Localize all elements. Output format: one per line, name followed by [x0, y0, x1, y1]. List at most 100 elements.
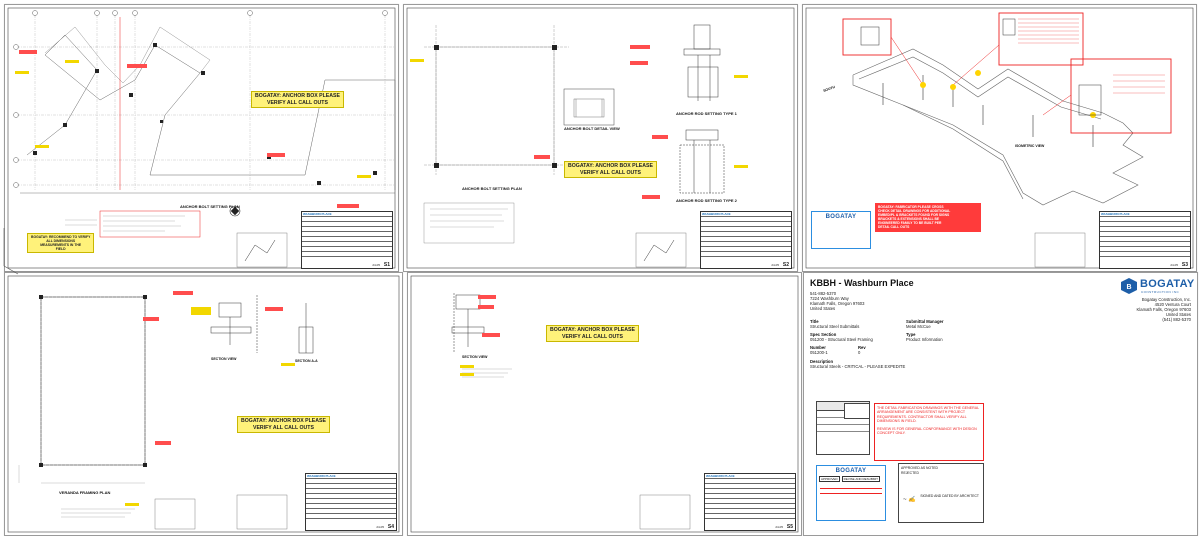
drawing-sheet-5[interactable]: SECTION VIEW BOGATAY: ANCHOR BOX PLEASE …: [407, 272, 802, 536]
field-title: Title Structural Steel Submittals: [810, 319, 860, 329]
title-block-project: WASHBURN PLACE: [1100, 212, 1190, 217]
view-title: SECTION VIEW: [462, 355, 488, 359]
callout-tag-yellow: [460, 373, 474, 376]
anchor-rod-setting-drawing: [406, 7, 795, 269]
ucs-axis-icon: [3, 228, 19, 275]
review-stamp-text: THE DETAIL FABRICATION DRAWINGS WITH THE…: [877, 406, 980, 424]
sheet-number: S2: [782, 262, 789, 268]
submittal-fields: Title Structural Steel Submittals Submit…: [810, 319, 1190, 365]
view-title-type1: ANCHOR ROD SETTING TYPE 1: [676, 111, 737, 116]
title-block-project: WASHBURN PLACE: [705, 474, 795, 479]
review-note: BOGATAY: ANCHOR BOX PLEASE VERIFY ALL CA…: [237, 416, 330, 433]
title-block: WASHBURN PLACE 24-05 S4: [305, 473, 397, 531]
callout-tag: [265, 307, 283, 311]
review-stamp: BOGATAY: [811, 211, 871, 249]
stamp-logo: BOGATAY: [825, 214, 857, 220]
callout-tag-yellow: [357, 175, 371, 178]
callout-tag: [652, 135, 668, 139]
title-block: WASHBURN PLACE 24-05 S2: [700, 211, 792, 269]
section-view-drawing: [410, 275, 799, 533]
callout-tag: [173, 291, 193, 295]
callout-tag-yellow: [191, 307, 211, 315]
project-street: 7224 Washburn Way: [810, 296, 849, 301]
callout-tag-yellow: [281, 363, 295, 366]
drawing-sheet-4[interactable]: VERANDA FRAMING PLAN SECTION VIEW SECTIO…: [4, 272, 403, 536]
contractor-name: Bogatay Construction, Inc.: [1141, 297, 1191, 302]
drawing-sheet-1[interactable]: ANCHOR BOLT SETTING PLAN BOGATAY: ANCHOR…: [4, 4, 399, 272]
view-title-plan: ANCHOR BOLT SETTING PLAN: [462, 186, 522, 191]
logo-mark-icon: B: [1121, 278, 1137, 294]
stamp-rejected-label: REJECTED: [901, 471, 919, 476]
contractor-address: Bogatay Construction, Inc. 4520 Ventura …: [1137, 297, 1191, 322]
contractor-phone: (541) 882-5370: [1162, 317, 1191, 322]
review-stamp-text-2: REVIEW IS FOR GENERAL CONFORMANCE WITH D…: [877, 426, 977, 436]
sheet-number: S5: [786, 524, 793, 530]
title-block-date: 24-05: [376, 525, 384, 529]
architect-signature-stamp: APPROVED AS NOTED REJECTED ~ ✍ SIGNED AN…: [898, 463, 984, 523]
callout-tag: [267, 153, 285, 157]
drawing-sheet-2[interactable]: ANCHOR BOLT SETTING PLAN ANCHOR BOLT DET…: [403, 4, 798, 272]
project-address: 541-882-5370 7224 Washburn Way Klamath F…: [810, 291, 864, 311]
title-block: WASHBURN PLACE 24-05 S3: [1099, 211, 1191, 269]
title-block-date: 24-05: [771, 263, 779, 267]
callout-tag: [337, 204, 359, 208]
submittal-cover-sheet[interactable]: KBBH - Washburn Place B BOGATAY CONSTRUC…: [803, 272, 1198, 536]
view-title: ANCHOR BOLT SETTING PLAN: [180, 204, 240, 209]
logo-tagline: CONSTRUCTION INC: [1141, 290, 1180, 294]
sheet-number: S4: [387, 524, 394, 530]
contractor-country: United States: [1165, 312, 1191, 317]
view-title-section: SECTION VIEW: [211, 357, 237, 361]
svg-text:B: B: [1126, 284, 1131, 291]
callout-tag-yellow: [65, 60, 79, 63]
view-title-detail: ANCHOR BOLT DETAIL VIEW: [564, 126, 620, 131]
contractor-street: 4520 Ventura Court: [1154, 302, 1191, 307]
fabricator-note: BOGATAY: FABRICATOR PLEASE CROSS CHECK D…: [875, 203, 981, 232]
title-block-project: WASHBURN PLACE: [701, 212, 791, 217]
field-rev: Rev 0: [858, 345, 866, 355]
stamp-approved-label: APPROVED: [819, 476, 840, 482]
callout-tag-yellow: [15, 71, 29, 74]
callout-tag-yellow: [35, 145, 49, 148]
callout-tag-yellow: [734, 75, 748, 78]
title-block-project: WASHBURN PLACE: [306, 474, 396, 479]
callout-tag: [155, 441, 171, 445]
description-block: Description Structural Steels - CRITICAL…: [810, 359, 906, 369]
review-note: BOGATAY: ANCHOR BOX PLEASE VERIFY ALL CA…: [564, 161, 657, 178]
architect-review-stamp: THE DETAIL FABRICATION DRAWINGS WITH THE…: [874, 403, 984, 461]
review-note: BOGATAY: ANCHOR BOX PLEASE VERIFY ALL CA…: [546, 325, 639, 342]
callout-tag-yellow: [460, 365, 474, 368]
sheet-number: S3: [1181, 262, 1188, 268]
callout-tag: [534, 155, 550, 159]
callout-tag: [642, 195, 660, 199]
drawing-sheet-3[interactable]: ISOMETRIC VIEW SOUTH BOGATAY: FABRICATOR…: [802, 4, 1197, 272]
callout-tag-yellow: [410, 59, 424, 62]
callout-tag-yellow: [125, 503, 139, 506]
project-title: KBBH - Washburn Place: [810, 278, 914, 288]
callout-tag: [630, 45, 650, 49]
title-block-date: 24-05: [372, 263, 380, 267]
title-block-date: 24-05: [1170, 263, 1178, 267]
review-stamp-small: [844, 403, 870, 419]
callout-tag: [478, 295, 496, 299]
project-country: United States: [810, 306, 836, 311]
callout-tag: [478, 305, 494, 309]
logo-name: BOGATAY: [1140, 278, 1195, 290]
callout-tag: [630, 61, 648, 65]
stamp-revise-label: REVISE AND RESUBMIT: [841, 476, 881, 482]
stamp-noted-label: APPROVED AS NOTED: [901, 466, 938, 470]
signed-label: SIGNED AND DATED BY ARCHITECT: [920, 494, 979, 498]
field-number: Number 051200-1: [810, 345, 828, 355]
callout-tag-yellow: [734, 165, 748, 168]
contractor-city: Klamath Falls, Oregon 97603: [1136, 307, 1191, 312]
callout-tag: [19, 50, 37, 54]
callout-tag: [143, 317, 159, 321]
field-spec-section: Spec Section 051200 - Structural Steel F…: [810, 332, 873, 342]
field-type: Type Product Information: [906, 332, 943, 342]
project-phone: 541-882-5370: [810, 291, 837, 296]
review-note-dimensions: BOGATAY: RECOMMEND TO VERIFY ALL DIMENSI…: [27, 233, 95, 253]
view-title-type2: ANCHOR ROD SETTING TYPE 2: [676, 198, 737, 203]
isometric-view-drawing: [805, 7, 1194, 269]
bogatay-approval-stamp: BOGATAY APPROVED REVISE AND RESUBMIT: [816, 465, 886, 521]
view-title-section-aa: SECTION A-A: [295, 359, 318, 363]
title-block-project: WASHBURN PLACE: [302, 212, 392, 217]
